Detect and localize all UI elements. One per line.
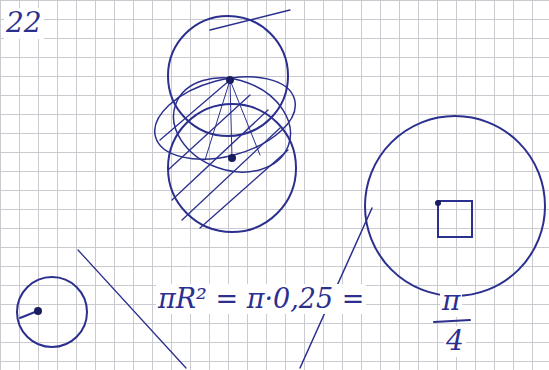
dot [34,307,42,315]
lower-circle [168,104,296,232]
dot [228,154,236,162]
handwritten-note: 4 [444,326,466,357]
large-circle [365,116,545,296]
hatching [160,10,290,228]
dot [435,200,441,206]
fraction-bar [434,320,470,322]
dot [226,76,234,84]
handwritten-note: πR² = π·0,25 = [156,284,366,314]
handwritten-note: π [440,286,462,317]
hatching [205,80,260,160]
scribble [160,62,304,188]
small-circle [17,277,87,347]
handwritten-note: 22 [4,8,44,39]
square [438,201,472,237]
